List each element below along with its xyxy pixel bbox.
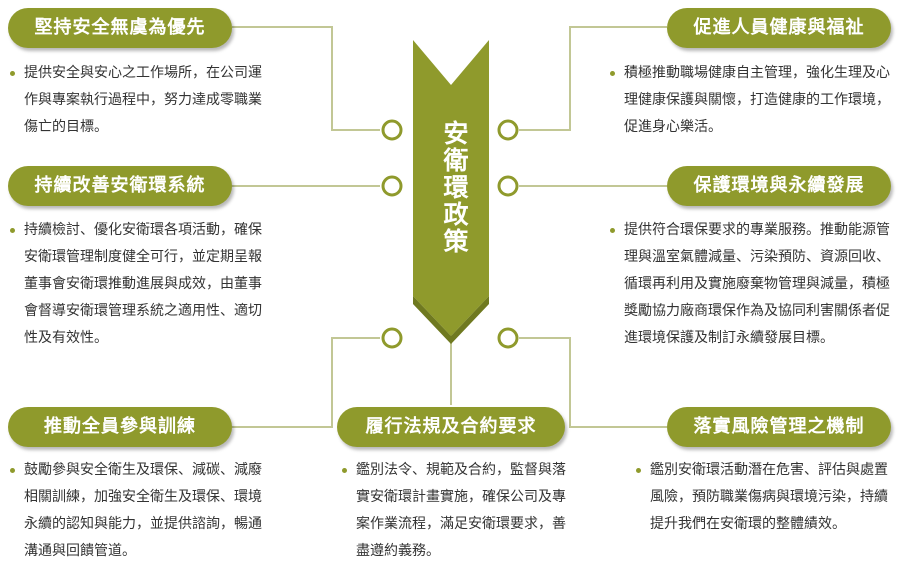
bullet-dot [610, 71, 615, 76]
policy-desc-continuous-improvement: 持續檢討、優化安衛環各項活動，確保安衛環管理制度健全可行，並定期呈報董事會安衛環… [10, 217, 262, 352]
policy-desc-safety-first: 提供安全與安心之工作場所，在公司運作與專案執行過程中，努力達成零職業傷亡的目標。 [10, 60, 262, 141]
policy-desc-training: 鼓勵參與安全衛生及環保、減碳、減廢相關訓練，加強安全衛生及環保、環境永續的認知與… [10, 457, 262, 565]
center-arrow-edge [413, 296, 489, 344]
policy-text: 鼓勵參與安全衛生及環保、減碳、減廢相關訓練，加強安全衛生及環保、環境永續的認知與… [24, 462, 262, 559]
policy-text: 鑑別法令、規範及合約，監督與落實安衛環計畫實施，確保公司及專案作業流程，滿足安衛… [356, 462, 566, 559]
bullet-dot [10, 71, 15, 76]
connector-line-1 [232, 26, 380, 131]
bullet-dot [636, 468, 641, 473]
policy-title-compliance: 履行法規及合約要求 [337, 407, 565, 447]
policy-text: 提供符合環保要求的專業服務。推動能源管理與溫室氣體減量、污染預防、資源回收、循環… [624, 222, 890, 346]
junction-circle-2 [381, 175, 403, 197]
policy-text: 持續檢討、優化安衛環各項活動，確保安衛環管理制度健全可行，並定期呈報董事會安衛環… [24, 222, 262, 346]
junction-circle-6 [497, 175, 519, 197]
bullet-dot [610, 228, 615, 233]
policy-desc-environment: 提供符合環保要求的專業服務。推動能源管理與溫室氣體減量、污染預防、資源回收、循環… [610, 217, 890, 352]
policy-title-environment: 保護環境與永續發展 [667, 166, 891, 206]
junction-circle-1 [381, 119, 403, 141]
bullet-dot [342, 468, 347, 473]
policy-text: 積極推動職場健康自主管理，強化生理及心理健康保護與關懷，打造健康的工作環境，促進… [624, 65, 890, 135]
policy-title-health-wellbeing: 促進人員健康與福祉 [667, 8, 891, 48]
policy-title-training: 推動全員參與訓練 [8, 407, 232, 447]
junction-circle-5 [497, 119, 519, 141]
junction-circle-3 [381, 327, 403, 349]
center-title: 安衛環政策 [440, 120, 469, 255]
policy-title-safety-first: 堅持安全無虞為優先 [8, 8, 232, 48]
bullet-dot [10, 468, 15, 473]
center-arrow-shape [413, 40, 489, 336]
policy-title-continuous-improvement: 持續改善安衛環系統 [8, 166, 232, 206]
policy-text: 鑑別安衛環活動潛在危害、評估與處置風險，預防職業傷病與環境污染，持續提升我們在安… [650, 462, 888, 532]
policy-desc-compliance: 鑑別法令、規範及合約，監督與落實安衛環計畫實施，確保公司及專案作業流程，滿足安衛… [342, 457, 578, 565]
policy-text: 提供安全與安心之工作場所，在公司運作與專案執行過程中，努力達成零職業傷亡的目標。 [24, 65, 262, 135]
connector-line-5 [519, 26, 667, 131]
junction-circle-7 [497, 327, 519, 349]
policy-title-risk-management: 落實風險管理之機制 [667, 407, 891, 447]
policy-desc-health-wellbeing: 積極推動職場健康自主管理，強化生理及心理健康保護與關懷，打造健康的工作環境，促進… [610, 60, 890, 141]
connector-line-7 [519, 337, 667, 428]
bullet-dot [10, 228, 15, 233]
policy-desc-risk-management: 鑑別安衛環活動潛在危害、評估與處置風險，預防職業傷病與環境污染，持續提升我們在安… [636, 457, 890, 538]
connector-line-3 [232, 337, 380, 428]
